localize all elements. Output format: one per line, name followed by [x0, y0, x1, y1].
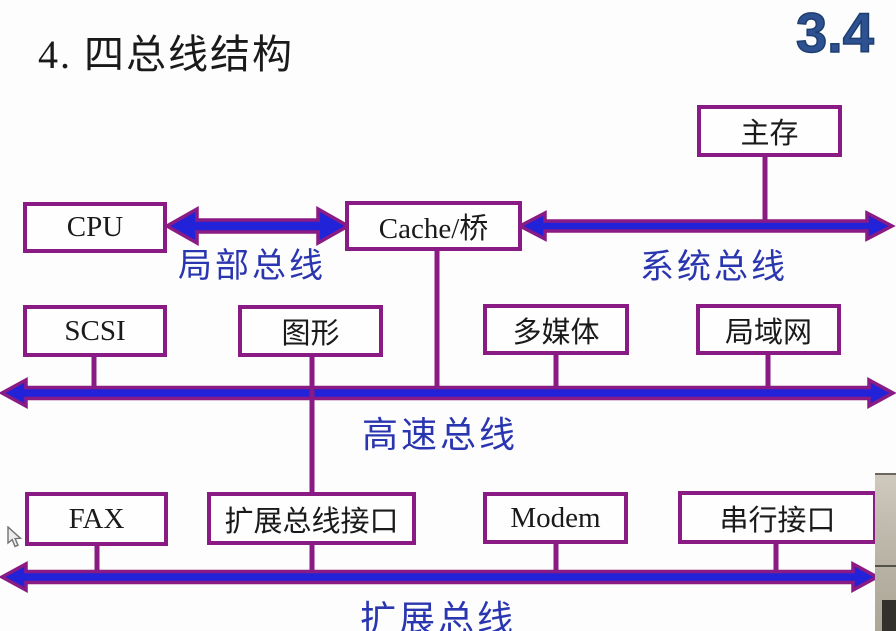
camera-strip-object	[882, 600, 896, 631]
node-graphics: 图形	[238, 305, 383, 357]
mouse-cursor-icon	[7, 526, 23, 548]
node-serial-interface-label: 串行接口	[719, 504, 836, 537]
expansion-bus-label: 扩展总线	[360, 599, 517, 631]
node-lan-label: 局域网	[724, 316, 812, 349]
node-scsi: SCSI	[23, 305, 167, 357]
connector-lines	[91, 155, 779, 572]
high-speed-bus-arrow	[0, 377, 896, 409]
node-graphics-label: 图形	[281, 318, 340, 350]
node-cpu: CPU	[23, 202, 167, 253]
expansion-bus-arrow	[0, 561, 881, 593]
slide-number: 3.4	[795, 0, 874, 65]
node-main-memory-label: 主存	[740, 118, 799, 150]
node-cpu-label: CPU	[66, 211, 124, 243]
node-lan: 局域网	[696, 304, 841, 355]
node-cache-bridge: Cache/桥	[345, 201, 522, 251]
node-scsi-label: SCSI	[64, 314, 126, 347]
camera-strip	[875, 473, 896, 631]
node-fax: FAX	[25, 492, 168, 546]
node-modem-label: Modem	[510, 501, 601, 534]
node-cache-bridge-label: Cache/桥	[378, 213, 489, 245]
camera-strip-edge	[875, 565, 896, 567]
system-bus-arrow	[516, 210, 896, 242]
node-expansion-bus-interface: 扩展总线接口	[207, 492, 416, 545]
local-bus-label: 局部总线	[178, 248, 326, 285]
node-multimedia-label: 多媒体	[512, 316, 600, 349]
node-fax-label: FAX	[68, 502, 125, 535]
system-bus-label: 系统总线	[640, 249, 788, 286]
node-multimedia: 多媒体	[483, 304, 629, 355]
node-expansion-bus-interface-label: 扩展总线接口	[224, 505, 399, 538]
high-speed-bus-label: 高速总线	[362, 415, 519, 455]
node-serial-interface: 串行接口	[678, 491, 877, 544]
node-modem: Modem	[483, 492, 628, 544]
page-title: 4. 四总线结构	[38, 32, 294, 77]
node-main-memory: 主存	[697, 105, 842, 157]
